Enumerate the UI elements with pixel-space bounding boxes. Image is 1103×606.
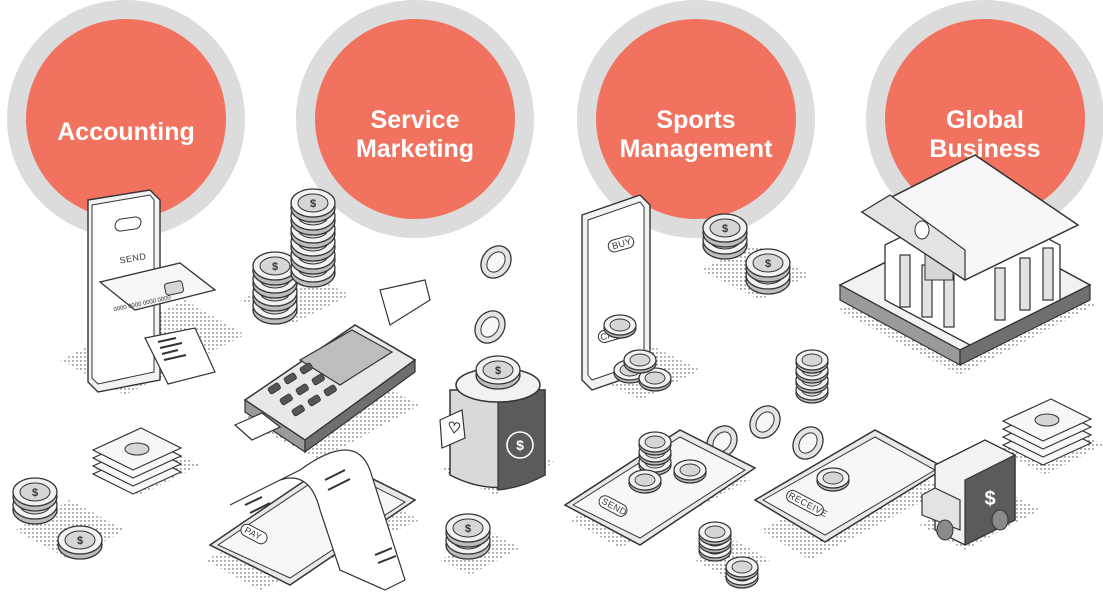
category-label-line: Management (619, 135, 773, 163)
category-circle-service-marketing (296, 0, 534, 238)
category-circle-accounting (7, 0, 245, 238)
bank-building (838, 154, 1095, 375)
buy-cash-phone: BUY CASH (580, 194, 700, 400)
category-label-line: Accounting (57, 118, 195, 146)
cash-stack-left (92, 427, 200, 495)
category-circle-fill (596, 19, 796, 219)
coin-stack-bottom-right (695, 521, 770, 589)
receive-tablet: RECEIVE (753, 429, 947, 560)
jar-dollar-sign: $ (516, 437, 524, 453)
category-circle-fill (26, 19, 226, 219)
pay-tablet: PAY (205, 449, 420, 591)
delivery-truck: $ (920, 439, 1040, 550)
payment-terminal (233, 279, 431, 460)
send-phone-label: SEND (119, 251, 147, 266)
savings-jar: $ (439, 355, 555, 495)
category-label-line: Global (946, 106, 1024, 134)
accounting-illustration: SEND 0000 0000 0000 0000 (60, 189, 245, 395)
coin-stack-bottom-left (12, 477, 125, 560)
category-label-accounting: Accounting (20, 118, 232, 147)
category-label-global-business: Global Business (880, 106, 1090, 164)
category-label-line: Marketing (355, 135, 475, 163)
send-tablet: SEND (563, 429, 757, 548)
category-circle-fill (315, 19, 515, 219)
category-label-service-marketing: Service Marketing (310, 106, 520, 164)
category-label-sports-management: Sports Management (590, 106, 802, 164)
cash-stack-right (1000, 398, 1103, 475)
coin-stack-left (240, 188, 350, 325)
category-label-line: Service (370, 106, 460, 134)
category-label-line: Business (929, 135, 1041, 163)
truck-dollar-sign: $ (984, 488, 995, 510)
coin-stack-top-center (700, 213, 810, 300)
coin-stack-bottom-center (440, 513, 520, 575)
category-circle-sports-management (577, 0, 815, 238)
category-label-line: Sports (656, 106, 736, 134)
